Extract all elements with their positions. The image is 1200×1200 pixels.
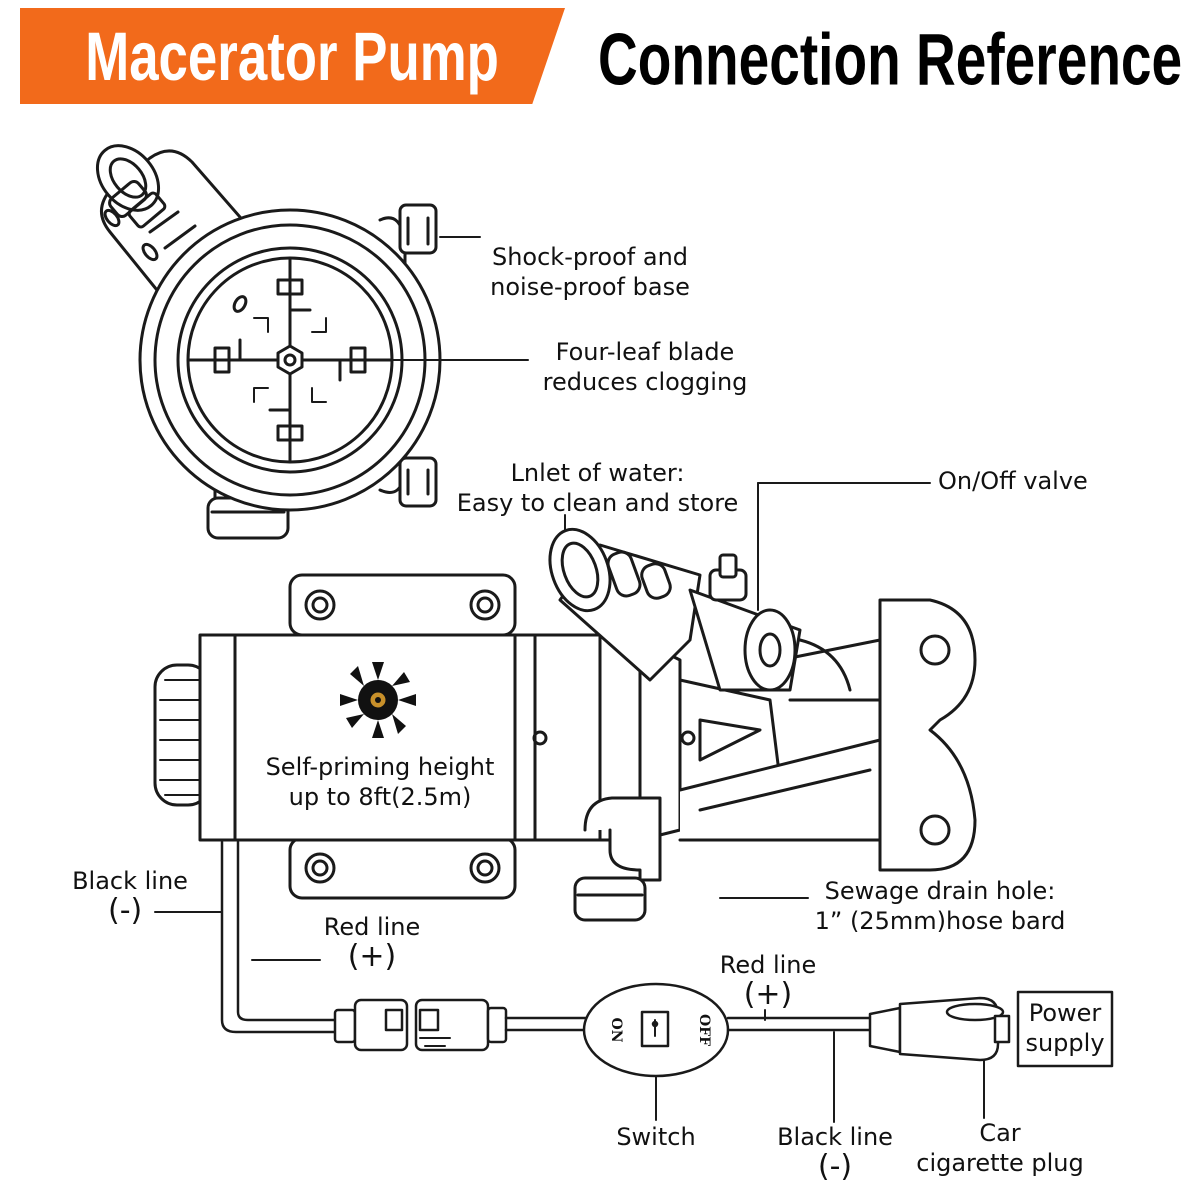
pump-top-view <box>95 144 442 540</box>
switch-off-label: OFF <box>696 1014 712 1046</box>
impeller-icon <box>340 662 416 738</box>
car-plug-label: Car cigarette plug <box>916 1119 1084 1177</box>
drain-callout: Sewage drain hole: 1” (25mm)hose bard <box>814 877 1066 935</box>
valve-callout: On/Off valve <box>938 467 1088 495</box>
base-callout: Shock-proof and noise-proof base <box>490 243 690 301</box>
black-line-bottom-label: Black line (-) <box>777 1123 893 1184</box>
title-badge: Macerator Pump <box>20 8 565 104</box>
badge-title: Macerator Pump <box>85 17 500 95</box>
blade-callout: Four-leaf blade reduces clogging <box>542 338 748 396</box>
pump-side-view <box>153 527 977 922</box>
switch-label: Switch <box>616 1123 696 1151</box>
inlet-callout: Lnlet of water: Easy to clean and store <box>456 459 739 517</box>
priming-callout: Self-priming height up to 8ft(2.5m) <box>265 753 495 811</box>
power-supply-label: Power supply <box>1025 999 1105 1057</box>
black-line-left-label: Black line (-) <box>72 867 188 928</box>
switch-on-label: ON <box>608 1018 624 1043</box>
page-title: Connection Reference <box>598 17 1183 101</box>
red-line-left-label: Red line (+) <box>323 913 421 974</box>
wiring-harness <box>154 840 1114 1123</box>
red-line-right-label: Red line (+) <box>719 951 817 1012</box>
